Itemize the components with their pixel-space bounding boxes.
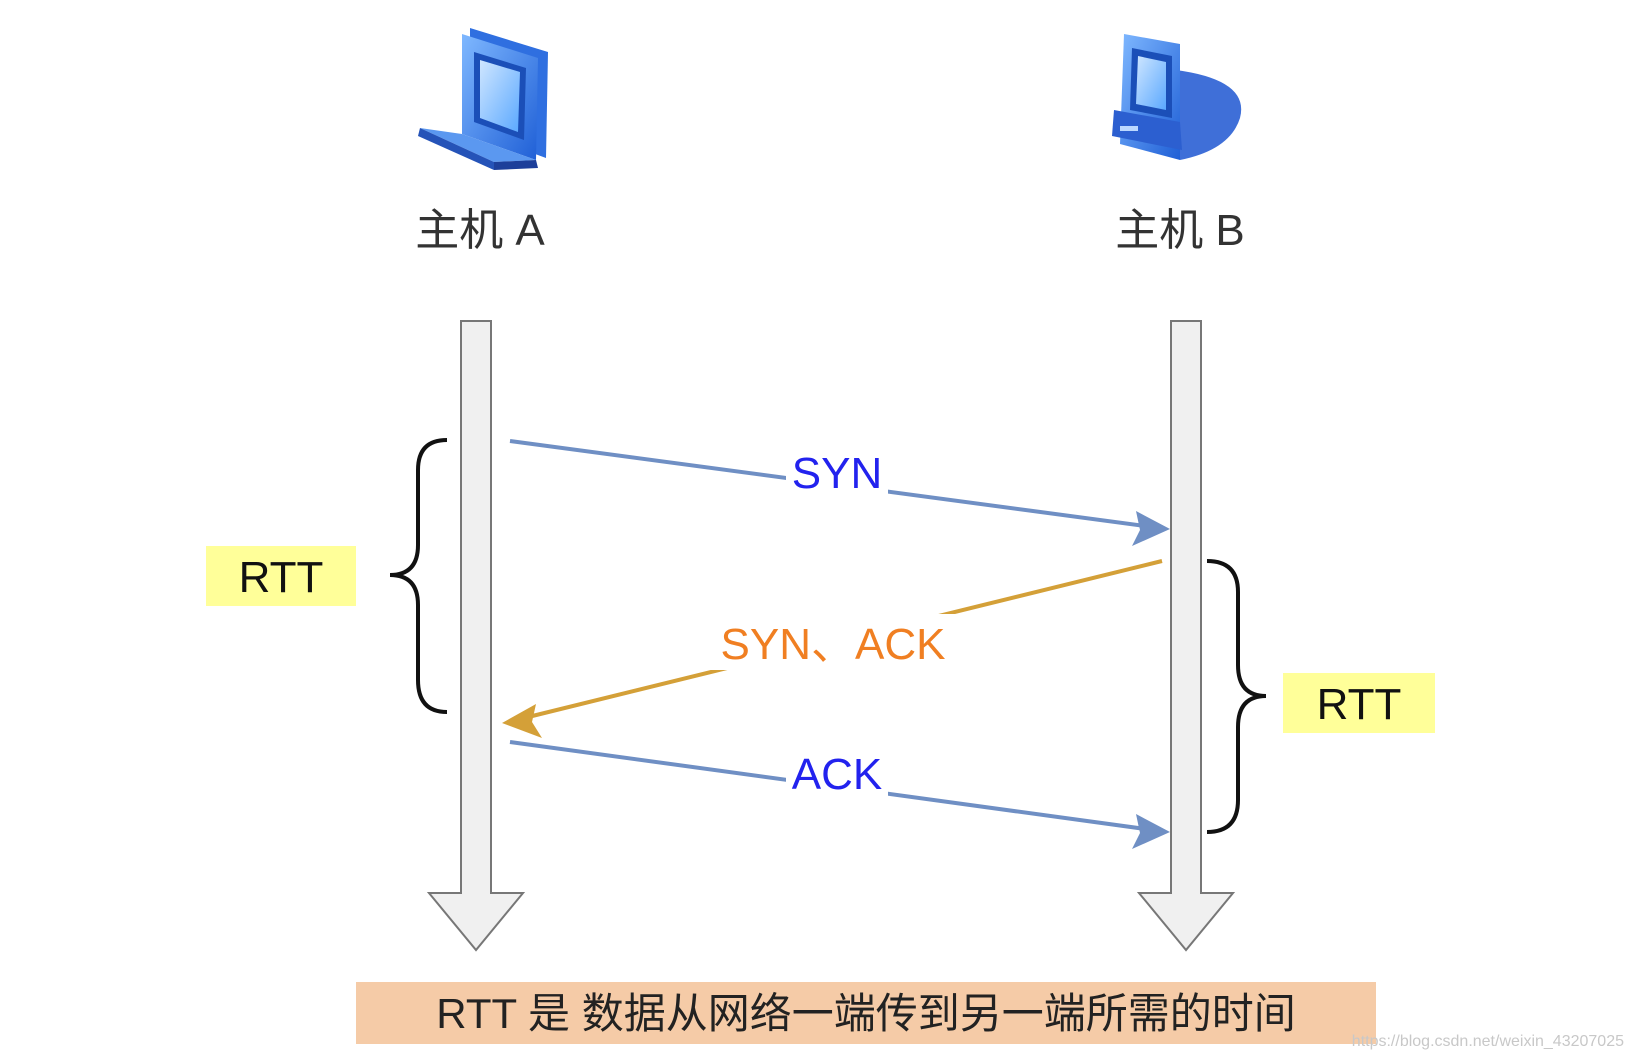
rtt-label-left: RTT bbox=[239, 553, 324, 602]
rtt-brace-right bbox=[1206, 559, 1267, 834]
watermark: https://blog.csdn.net/weixin_43207025 bbox=[1352, 1033, 1624, 1050]
caption-box: RTT 是 数据从网络一端传到另一端所需的时间 bbox=[356, 982, 1376, 1044]
host-b-timeline bbox=[1136, 320, 1236, 952]
laptop-icon bbox=[418, 28, 548, 170]
rtt-brace-left bbox=[389, 438, 448, 714]
rtt-label-right: RTT bbox=[1317, 680, 1402, 729]
desktop-computer-icon bbox=[1112, 34, 1242, 160]
ack-label: ACK bbox=[792, 750, 882, 799]
host-a-timeline bbox=[426, 320, 526, 952]
syn-ack-label: SYN、ACK bbox=[721, 620, 946, 669]
rtt-badge-left: RTT bbox=[206, 546, 356, 606]
syn-label: SYN bbox=[792, 449, 882, 498]
rtt-badge-right: RTT bbox=[1283, 673, 1435, 733]
host-b-label: 主机 B bbox=[1115, 206, 1245, 255]
host-a-label: 主机 A bbox=[415, 206, 545, 255]
caption-text: RTT 是 数据从网络一端传到另一端所需的时间 bbox=[436, 990, 1295, 1037]
